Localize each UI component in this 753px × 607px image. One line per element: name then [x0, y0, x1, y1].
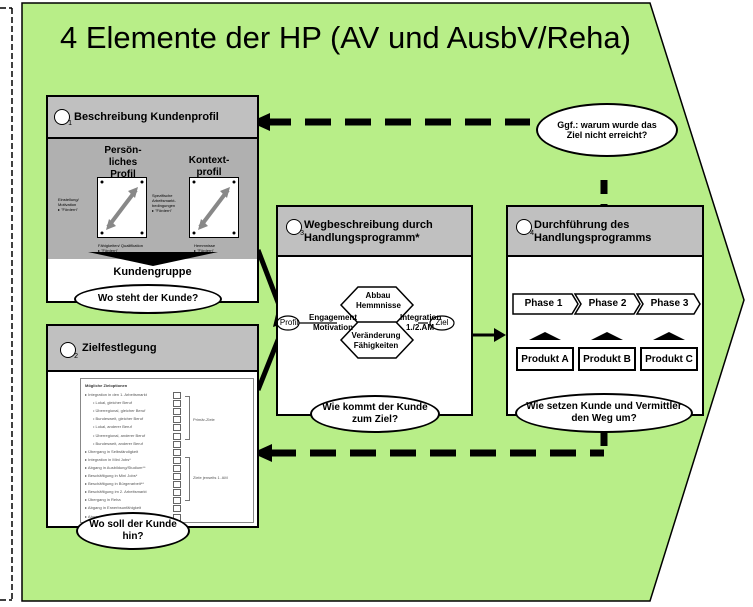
action-program-flow [278, 286, 455, 359]
goal-checkbox [173, 440, 181, 448]
goal-list-item: ▸ Übergang in Selbständigkeit [85, 448, 139, 454]
integration-label: Integration 1./2.AM [400, 313, 442, 332]
question-where-customer: Wo steht der Kunde? [74, 284, 222, 314]
goal-list-item: • Lokal, anderer Beruf [93, 424, 132, 430]
goal-list-item: • Überregional, gleicher Beruf [93, 408, 146, 414]
phase-3-label: Phase 3 [650, 298, 689, 309]
phase-1-label: Phase 1 [524, 298, 563, 309]
goal-list-item: ▸ Integration in den 1. Arbeitsmarkt [85, 392, 147, 397]
box-customer-profile: 1 Beschreibung Kundenprofil Persön- lich… [46, 95, 259, 303]
phase-chevrons [512, 293, 701, 315]
box2-header-label: Zielfestlegung [82, 342, 157, 354]
goal-checkbox [173, 497, 181, 505]
phase-3-shape [635, 293, 701, 315]
goal-list-item: • Bundesweit, gleicher Beruf [93, 416, 144, 422]
goal-list-item: ▸ Beschäftigung in Bürgerarbeit** [85, 481, 144, 487]
goal-checkbox [173, 400, 181, 408]
arrowhead-feedback-top [250, 113, 270, 131]
card1-left-label: Einstellung/ Motivation ▸ "Fördern" [58, 197, 79, 212]
goal-list-item: ▸ Abgang in Ausbildung/Studium** [85, 464, 146, 470]
profile-node [278, 315, 300, 331]
product-b-box: Produkt B [578, 347, 636, 371]
phase-1-shape [512, 293, 579, 315]
question-where-to-go: Wo soll der Kunde hin? [76, 512, 190, 550]
goal-list-item: ▸ Abgang in Erwerbsunfähigkeit [85, 505, 142, 511]
goal-list-item: ▸ Beschäftigung im 2. Arbeitsmarkt [85, 489, 147, 495]
goal-list-item: ▸ Übergang in Reha [85, 497, 121, 503]
phase-2-label: Phase 2 [588, 298, 627, 309]
question-how-to-implement: Wie setzen Kunde und Vermittler den Weg … [515, 393, 693, 433]
goal-checkbox [173, 392, 181, 399]
goal-list-item: ▸ Integration in Mini Jobs* [85, 456, 131, 462]
goal-checkbox [173, 464, 181, 472]
feedback-question: Ggf.: warum wurde das Ziel nicht erreich… [536, 103, 678, 157]
box1-number-circle: 1 [54, 109, 72, 127]
goal-list-item: • Überregional, anderer Beruf [93, 432, 146, 438]
goal-checkbox [173, 489, 181, 497]
context-profile-card [189, 177, 239, 238]
box3-number-circle: 3 [286, 219, 304, 237]
goal-checkbox [173, 424, 181, 432]
box3-header: 3 Wegbeschreibung durch Handlungsprogram… [278, 207, 471, 257]
veraenderung-label: Veränderung Fähigkeiten [351, 331, 401, 350]
box-program-execution: 4 Durchführung des Handlungsprogramms Ph… [506, 205, 704, 416]
personal-profile-label: Persön- liches Profil [104, 145, 142, 180]
goal-list-item: • Bundesweit, anderer Beruf [93, 440, 143, 446]
profil-label: Profil [279, 318, 299, 327]
diagonal-arrow-icon [100, 180, 144, 235]
downward-wedge-shape [88, 252, 218, 266]
hexagon-abilities [339, 321, 415, 359]
card1-bottom-label: Fähigkeiten/ Qualifikation ▸ "Fördern" [98, 243, 143, 253]
goal-checkbox [173, 505, 181, 513]
card2-left-label: Spezifische Arbeitsmarkt-bedingungen ▸ "… [152, 193, 176, 213]
diagonal-arrow-icon [192, 180, 236, 235]
goal-checkbox [173, 481, 181, 489]
box4-header-label: Durchführung des Handlungsprogramms [534, 219, 652, 244]
goal-checkbox [173, 408, 181, 416]
ziel-label: Ziel [435, 318, 449, 327]
goal-list-item: • Lokal, gleicher Beruf [93, 400, 132, 406]
goal-checkbox [173, 456, 181, 464]
box3-header-label: Wegbeschreibung durch Handlungsprogramm* [304, 219, 433, 244]
box1-header-label: Beschreibung Kundenprofil [74, 111, 219, 123]
box4-number-circle: 4 [516, 219, 534, 237]
personal-profile-card [97, 177, 147, 238]
context-profile-label: Kontext- profil [188, 155, 230, 178]
abbau-label: Abbau Hemmnisse [356, 291, 401, 310]
engagement-label: Engagement Motivation [308, 313, 357, 332]
phase-triangles [529, 332, 685, 340]
card2-bottom-label: Hemmnisse ▸ "Fördern" [194, 243, 216, 253]
box-route-description: 3 Wegbeschreibung durch Handlungsprogram… [276, 205, 473, 416]
goal-list-title: Mögliche Zieloptionen [85, 383, 128, 388]
primary-goal-label: Primär-Ziele [193, 417, 215, 422]
arrowhead-box3-to-box4 [494, 328, 506, 342]
product-c-box: Produkt C [640, 347, 698, 371]
box2-header: 2 Zielfestlegung [48, 326, 257, 372]
goal-checkbox [173, 416, 181, 424]
goal-checkbox [173, 448, 181, 456]
secondary-goal-label: Ziele jenseits 1. AM [193, 475, 228, 480]
box2-number-circle: 2 [60, 342, 78, 360]
goal-list-item: ▸ Beschäftigung in Mini Jobs* [85, 473, 138, 478]
box1-header: 1 Beschreibung Kundenprofil [48, 97, 257, 139]
customer-group-label: Kundengruppe [113, 266, 192, 278]
box-goal-setting: 2 Zielfestlegung Mögliche Zieloptionen ▸… [46, 324, 259, 528]
page-title: 4 Elemente der HP (AV und AusbV/Reha) [60, 20, 631, 55]
goal-checkbox [173, 473, 181, 480]
product-a-box: Produkt A [516, 347, 574, 371]
arrowhead-feedback-bottom [252, 444, 272, 462]
phase-2-shape [573, 293, 641, 315]
secondary-goal-bracket [185, 457, 190, 501]
goal-node [429, 315, 455, 331]
question-how-to-goal: Wie kommt der Kunde zum Ziel? [310, 395, 440, 433]
goal-options-document: Mögliche Zieloptionen ▸ Integration in d… [80, 378, 254, 523]
goal-checkbox [173, 432, 181, 440]
box4-header: 4 Durchführung des Handlungsprogramms [508, 207, 702, 257]
primary-goal-bracket [185, 396, 190, 440]
